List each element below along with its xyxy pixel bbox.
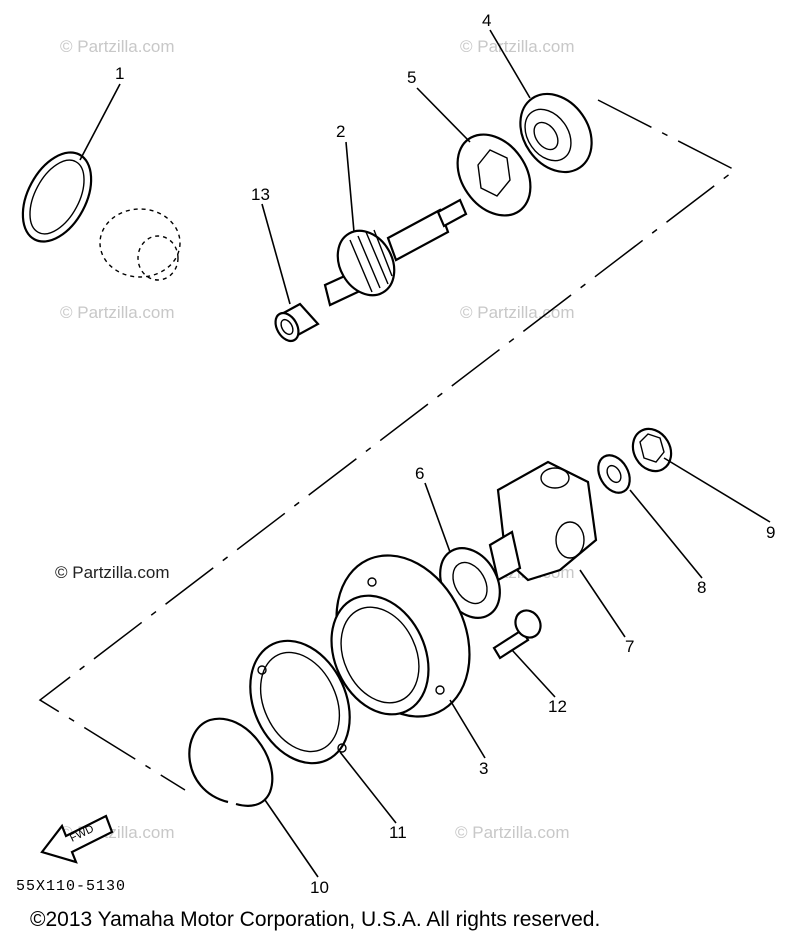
callout-2: 2 <box>336 122 345 141</box>
part-7-yoke <box>488 460 598 582</box>
callout-9: 9 <box>766 523 775 542</box>
reference-gear <box>99 208 181 281</box>
part-2-gear-shaft <box>323 198 468 307</box>
callout-12: 12 <box>548 697 567 716</box>
callout-4: 4 <box>482 11 491 30</box>
watermark: © Partzilla.com <box>460 37 575 56</box>
part-10-snap-ring <box>188 717 274 807</box>
callout-6: 6 <box>415 464 424 483</box>
part-5-hex-collar <box>456 133 532 217</box>
part-8-washer <box>597 454 631 494</box>
copyright-notice: ©2013 Yamaha Motor Corporation, U.S.A. A… <box>30 908 601 931</box>
part-12-bolt <box>492 609 542 660</box>
watermark: © Partzilla.com <box>60 303 175 322</box>
callout-10: 10 <box>310 878 329 897</box>
diagram-code: 55X110-5130 <box>16 878 127 895</box>
callout-1: 1 <box>115 64 124 83</box>
watermark: © Partzilla.com <box>60 37 175 56</box>
part-11-gasket <box>249 639 351 765</box>
part-9-nut <box>631 427 673 473</box>
assembly-line <box>38 99 737 791</box>
callout-5: 5 <box>407 68 416 87</box>
watermark: © Partzilla.com <box>455 823 570 842</box>
watermark: © Partzilla.com <box>55 563 170 582</box>
callout-13: 13 <box>251 185 270 204</box>
callout-3: 3 <box>479 759 488 778</box>
callout-8: 8 <box>697 578 706 597</box>
watermark: © Partzilla.com <box>460 303 575 322</box>
part-1-ring <box>21 151 93 243</box>
part-13-bearing <box>274 302 320 343</box>
part-4-ball-bearing <box>519 92 593 174</box>
callout-11: 11 <box>389 823 407 842</box>
leader-lines <box>79 29 771 878</box>
callout-7: 7 <box>625 637 634 656</box>
part-3-housing <box>330 554 471 718</box>
